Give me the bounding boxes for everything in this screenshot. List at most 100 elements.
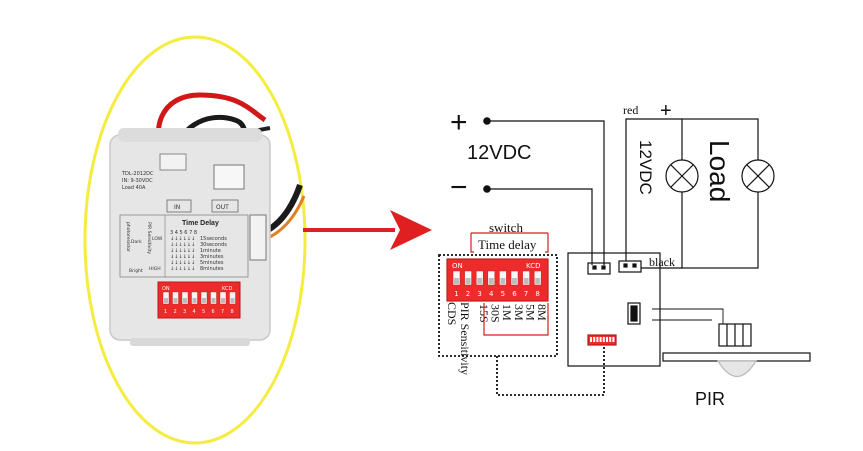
delay-option: 15seconds [200,236,227,242]
svg-text:↓↓↓↓↓↓: ↓↓↓↓↓↓ [170,242,195,248]
dip-position-number: 4 [489,290,494,298]
cds-label: CDS [445,302,459,325]
photo-dip-keys [162,291,236,305]
delay-option-label: 3M [512,304,526,321]
svg-text:↓↓↓↓↓↓: ↓↓↓↓↓↓ [170,248,195,254]
in-out-connector [213,164,245,190]
photo-dip-lever [192,298,197,303]
input-terminal-block [587,262,611,275]
pir-link-line-top [652,308,724,324]
svg-text:↓↓↓↓↓↓: ↓↓↓↓↓↓ [170,236,195,242]
photo-dip-lever [230,298,235,303]
delay-option: 1minute [200,248,221,254]
photo-dip-number: 3 [183,309,186,315]
dip-position-number: 1 [454,290,458,298]
photo-dip-number: 8 [231,309,234,315]
in-box [166,199,192,213]
photo-dip-number: 1 [164,309,167,315]
delay-option-label: 30S [489,304,503,323]
photo-dip-switch [157,281,241,319]
mini-dip-key [612,337,615,342]
delay-options-list: 15seconds 30seconds 1minute 3minutes 5mi… [200,236,227,272]
mini-dip-keys [590,337,615,342]
pointer-arrow [303,210,432,250]
delay-option: 5minutes [200,260,224,266]
photo-dip-lever [211,298,216,303]
dip-dotted-box [438,254,558,357]
load-lamp-1 [665,159,699,193]
pir-mount-plate [662,352,811,362]
delay-option: 3minutes [200,254,224,260]
dip-switch-lever [488,278,494,284]
photo-dip-number: 4 [193,309,196,315]
delay-option-label: 8M [535,304,549,321]
board-top-notch [118,128,262,142]
photo-dip-lever [221,298,225,303]
board-mini-dip [587,334,617,346]
pir-header [627,302,641,325]
product-photo: TDL-2012DC IN: 9-30VDC Load 40A IN OUT T… [83,35,307,445]
mini-dip-key [609,337,612,342]
supply-voltage-label: 12VDC [467,142,531,164]
delay-option: 30seconds [200,242,227,248]
photo-dip-number: 7 [221,309,224,315]
svg-text:↓↓↓↓↓↓: ↓↓↓↓↓↓ [170,254,195,260]
mini-dip-key [599,337,602,342]
out-label: OUT [216,204,229,211]
load-lamp-2 [741,159,775,193]
photo-dip-on: ON [162,286,170,292]
low-label: LOW [152,236,163,242]
dip-zoom-link [496,345,605,396]
input-label: IN: 9-30VDC [122,178,153,184]
load-frame [681,118,759,269]
module-outline [567,252,661,367]
photo-dip-lever [183,298,187,303]
dip-switch-lever [500,278,506,284]
right-wire-bundle [266,184,303,233]
svg-text:↓↓↓↓↓↓: ↓↓↓↓↓↓ [170,260,195,266]
load-spec-label: Load 40A [122,185,146,191]
dip-on-label: ON [452,262,463,270]
output-terminal-block [618,260,642,273]
photo-dip-number: 5 [202,309,205,315]
delay-label-bracket [483,303,549,336]
mini-dip-key [602,337,605,342]
dip-position-number: 8 [535,290,539,298]
dip-numbers-header: 3 4 5 6 7 8 [170,230,197,236]
dip-position-number: 6 [512,290,517,298]
mini-dip-key [596,337,599,342]
svg-text:↓↓↓↓↓↓: ↓↓↓↓↓↓ [170,266,195,272]
out-box [211,199,239,213]
photoresistor-label: photoresistor [125,222,131,252]
time-delay-bracket [470,233,474,253]
high-label: HIGH [149,266,161,272]
wiring-schematic: + 12VDC − red + black [438,100,811,409]
top-connector [159,153,187,171]
photo-dip-lever [173,298,178,303]
right-wire-orange [267,195,306,240]
dip-switch-lever [477,278,483,284]
delay-option-label: 1M [500,304,514,321]
photo-dip-number: 2 [174,309,177,315]
load-voltage-label: 12VDC [636,140,655,195]
load-label: Load [704,140,735,202]
delay-option: 8minutes [200,266,224,272]
minus-wire [487,188,593,265]
red-load-wire [625,118,682,261]
in-label: IN [174,204,180,211]
settings-table [119,214,249,278]
delay-option-label: 5M [523,304,537,321]
time-delay-label: Time delay [478,237,537,252]
side-connector [249,214,267,261]
switch-label: switch [489,220,523,235]
red-plus-label: + [660,100,672,122]
dip-position-number: 7 [524,290,528,298]
plus-symbol: + [450,106,468,139]
dip-switch-lever [523,278,529,284]
dip-position-number: 2 [466,290,470,298]
dip-switch-lever [512,278,517,284]
dip-switch-large [446,258,549,302]
